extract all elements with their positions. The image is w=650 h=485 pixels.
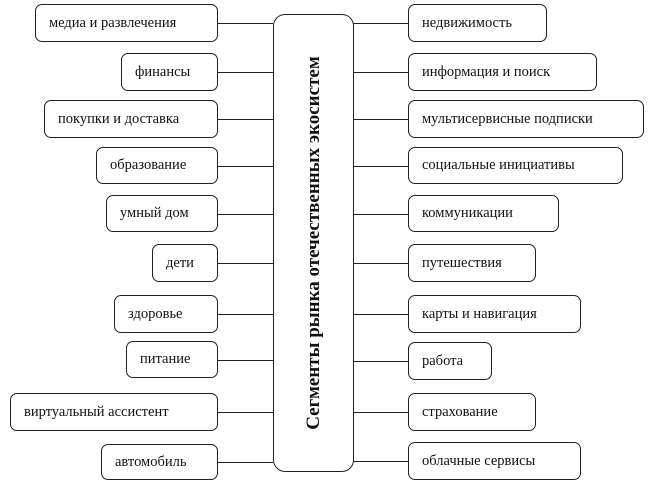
right-segment-box: коммуникации	[408, 195, 559, 232]
right-segment-box: путешествия	[408, 244, 536, 282]
connector-line	[353, 361, 408, 362]
connector-line	[218, 462, 273, 463]
connector-line	[218, 314, 273, 315]
right-segment-box: работа	[408, 342, 492, 380]
connector-line	[218, 263, 273, 264]
diagram-title: Сегменты рынка отечественных экосистем	[302, 56, 324, 430]
left-segment-box: виртуальный ассистент	[10, 393, 218, 431]
connector-line	[353, 412, 408, 413]
connector-line	[353, 263, 408, 264]
connector-line	[218, 72, 273, 73]
connector-line	[353, 23, 408, 24]
left-segment-box: покупки и доставка	[44, 100, 218, 138]
central-title-box: Сегменты рынка отечественных экосистем	[273, 14, 354, 472]
connector-line	[353, 461, 408, 462]
connector-line	[218, 166, 273, 167]
left-segment-box: умный дом	[106, 195, 218, 232]
left-segment-box: медиа и развлечения	[35, 4, 218, 42]
left-segment-box: автомобиль	[101, 444, 218, 480]
left-segment-box: дети	[152, 244, 218, 282]
left-segment-box: питание	[126, 341, 218, 378]
connector-line	[353, 72, 408, 73]
connector-line	[218, 23, 273, 24]
connector-line	[353, 314, 408, 315]
connector-line	[218, 119, 273, 120]
right-segment-box: социальные инициативы	[408, 147, 623, 184]
right-segment-box: страхование	[408, 393, 536, 431]
connector-line	[218, 214, 273, 215]
right-segment-box: карты и навигация	[408, 295, 581, 333]
right-segment-box: облачные сервисы	[408, 442, 581, 480]
right-segment-box: мультисервисные подписки	[408, 100, 644, 138]
left-segment-box: здоровье	[114, 295, 218, 333]
left-segment-box: финансы	[121, 53, 218, 91]
connector-line	[353, 119, 408, 120]
connector-line	[353, 214, 408, 215]
right-segment-box: недвижимость	[408, 4, 547, 42]
connector-line	[218, 412, 273, 413]
connector-line	[218, 360, 273, 361]
connector-line	[353, 166, 408, 167]
left-segment-box: образование	[96, 147, 218, 184]
right-segment-box: информация и поиск	[408, 53, 597, 91]
